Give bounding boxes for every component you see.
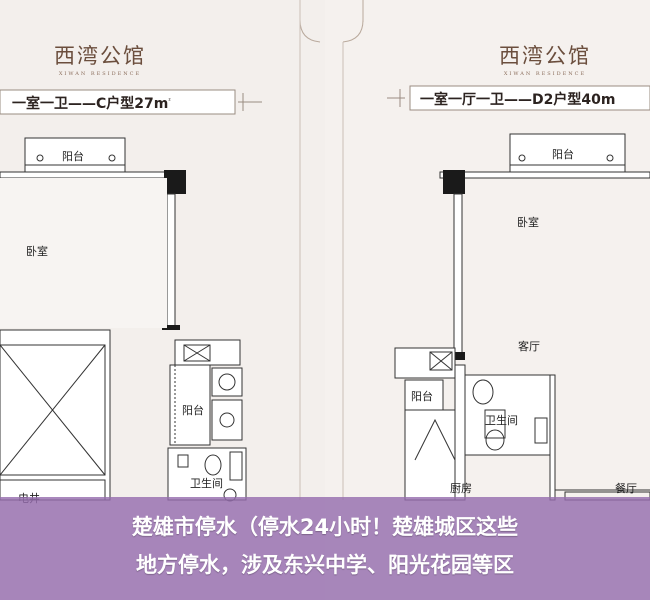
room-label-balcony-side: 阳台	[182, 404, 204, 417]
room-label-dining: 餐厅	[615, 482, 637, 495]
brand-subtitle: XIWAN RESIDENCE	[503, 71, 587, 77]
room-label-balcony-side: 阳台	[411, 390, 433, 403]
room-label-bathroom: 卫生间	[190, 477, 223, 490]
brand-name: 西湾公馆	[54, 44, 146, 68]
floorplan-c-drawing	[0, 0, 321, 502]
floorplan-d2-drawing	[342, 0, 650, 501]
unit-title-c: 一室一卫——C户型27m²	[12, 93, 171, 113]
room-label-balcony-top: 阳台	[62, 150, 84, 163]
room-label-bathroom: 卫生间	[485, 414, 518, 427]
headline-line-2: 地方停水，涉及东兴中学、阳光花园等区	[136, 553, 514, 577]
room-label-kitchen: 厨房	[450, 482, 472, 495]
unit-title-superscript: ²	[168, 97, 171, 105]
room-label-balcony-top: 阳台	[552, 148, 574, 161]
brand-logo-c: 西湾公馆 XIWAN RESIDENCE	[20, 40, 180, 77]
brand-logo-d2: 西湾公馆 XIWAN RESIDENCE	[465, 40, 625, 77]
unit-title-d2: 一室一厅一卫——D2户型40m	[420, 92, 616, 108]
room-label-living: 客厅	[518, 340, 540, 353]
brand-name: 西湾公馆	[499, 44, 591, 68]
unit-title-text: 一室一卫——C户型27m	[12, 96, 169, 112]
brand-subtitle: XIWAN RESIDENCE	[58, 71, 142, 77]
room-label-bedroom: 卧室	[517, 216, 539, 229]
room-label-bedroom: 卧室	[26, 245, 48, 258]
headline-caption: 楚雄市停水（停水24小时！楚雄城区这些 地方停水，涉及东兴中学、阳光花园等区	[0, 497, 650, 600]
headline-line-1: 楚雄市停水（停水24小时！楚雄城区这些	[131, 515, 519, 539]
